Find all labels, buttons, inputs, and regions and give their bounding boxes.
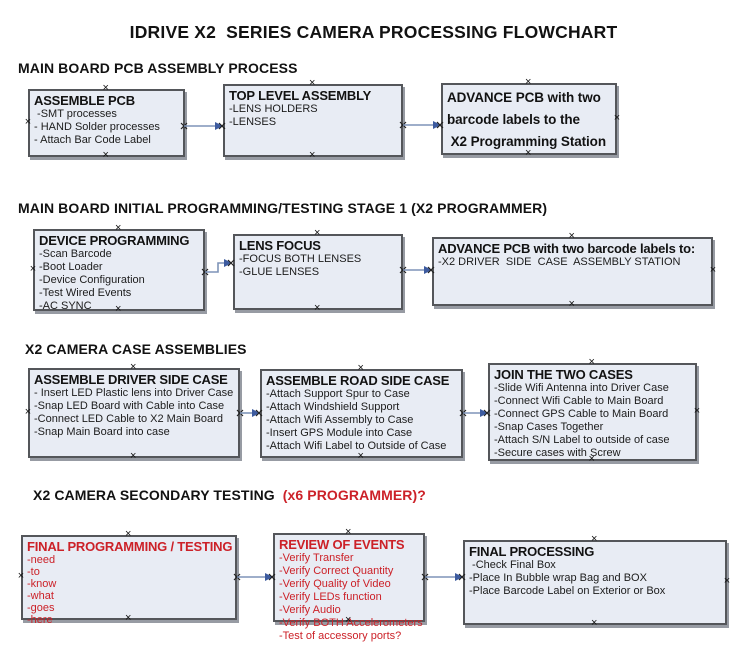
connector-arrow [233, 573, 276, 581]
box-line: barcode labels to the [447, 112, 580, 127]
box-item: -X2 DRIVER SIDE CASE ASSEMBLY STATION [438, 256, 681, 268]
box-title: JOIN THE TWO CASES [494, 367, 633, 382]
box-item: -Check Final Box [469, 559, 556, 571]
box-item: -LENSES [229, 116, 277, 128]
box-item: -Attach Windshield Support [266, 401, 400, 413]
box-item: -Scan Barcode [39, 248, 112, 260]
box-item: -FOCUS BOTH LENSES [239, 253, 362, 265]
connection-point-marker: × [723, 575, 731, 587]
box-item: -Snap Cases Together [494, 421, 604, 433]
connector-arrow [180, 122, 226, 130]
box-item: - Attach Bar Code Label [34, 134, 151, 146]
box-title: REVIEW OF EVENTS [279, 537, 405, 552]
box-title: LENS FOCUS [239, 238, 321, 253]
box-title: FINAL PROGRAMMING / TESTING [27, 539, 233, 554]
box-title: ADVANCE PCB with two barcode labels to: [438, 241, 696, 256]
box-item: -Verify BOTH Accelerometers [279, 617, 423, 629]
box-final-programming-testing: FINAL PROGRAMMING / TESTING -need -to -k… [21, 529, 237, 626]
box-item: -what [27, 590, 54, 602]
box-item: -Connect Wifi Cable to Main Board [494, 395, 664, 407]
connection-point-marker: × [693, 405, 701, 417]
box-title: ASSEMBLE PCB [34, 93, 135, 108]
box-item: -Snap LED Board with Cable into Case [34, 400, 225, 412]
box-item: - Insert LED Plastic lens into Driver Ca… [34, 387, 234, 399]
box-item: -Verify Transfer [279, 552, 354, 564]
box-assemble-pcb: ASSEMBLE PCB -SMT processes - HAND Solde… [28, 83, 185, 161]
box-title: DEVICE PROGRAMMING [39, 233, 190, 248]
box-final-processing: FINAL PROCESSING -Check Final Box -Place… [463, 534, 727, 629]
box-advance-pcb-programming-station: ADVANCE PCB with two barcode labels to t… [441, 77, 617, 159]
box-title: ASSEMBLE ROAD SIDE CASE [266, 373, 450, 388]
box-line: ADVANCE PCB with two [447, 90, 601, 105]
box-item: -here [27, 614, 53, 626]
section-heading-red-part: (x6 PROGRAMMER)? [274, 487, 426, 503]
box-title: TOP LEVEL ASSEMBLY [229, 88, 372, 103]
box-top-level-assembly: TOP LEVEL ASSEMBLY -LENS HOLDERS -LENSES [223, 78, 403, 161]
section-heading-secondary-testing: X2 CAMERA SECONDARY TESTING (x6 PROGRAMM… [33, 487, 426, 503]
box-item: -Secure cases with Screw [494, 447, 621, 459]
section-heading-pcb-assembly: MAIN BOARD PCB ASSEMBLY PROCESS [18, 60, 298, 76]
box-item: -LENS HOLDERS [229, 103, 318, 115]
box-item: -Connect LED Cable to X2 Main Board [34, 413, 223, 425]
section-heading-case-assemblies: X2 CAMERA CASE ASSEMBLIES [25, 341, 247, 357]
connector-arrow [236, 409, 263, 417]
box-item: -SMT processes [34, 108, 117, 120]
box-item: -AC SYNC [39, 300, 92, 312]
box-item: -need [27, 554, 56, 566]
box-item: -Attach Wifi Assembly to Case [266, 414, 414, 426]
box-title: FINAL PROCESSING [469, 544, 595, 559]
box-item: -Attach Wifi Label to Outside of Case [266, 440, 447, 452]
section-heading-black-part: X2 CAMERA SECONDARY TESTING [33, 487, 275, 503]
box-item: -Place In Bubble wrap Bag and BOX [469, 572, 647, 584]
box-item: -goes [27, 602, 55, 614]
box-item: -Slide Wifi Antenna into Driver Case [494, 382, 669, 394]
connection-point-marker: × [24, 116, 32, 128]
box-assemble-driver-side-case: ASSEMBLE DRIVER SIDE CASE - Insert LED P… [28, 362, 240, 462]
box-advance-pcb-driver-side: ADVANCE PCB with two barcode labels to: … [432, 231, 713, 310]
connection-point-marker: × [613, 112, 621, 124]
box-item: -Verify Correct Quantity [279, 565, 394, 577]
box-line: X2 Programming Station [447, 134, 606, 149]
box-item: -Insert GPS Module into Case [266, 427, 413, 439]
box-lens-focus: LENS FOCUS -FOCUS BOTH LENSES -GLUE LENS… [233, 228, 403, 314]
connector-elbow-arrow [201, 259, 235, 276]
connector-arrow [459, 409, 491, 417]
box-item: -Verify LEDs function [279, 591, 382, 603]
box-item: -Device Configuration [39, 274, 145, 286]
box-device-programming: DEVICE PROGRAMMING -Scan Barcode -Boot L… [33, 223, 205, 315]
connector-arrow [399, 266, 435, 274]
box-item: -Verify Audio [279, 604, 341, 616]
box-item: -know [27, 578, 57, 590]
box-item: -Attach Support Spur to Case [266, 388, 410, 400]
box-item: -Place Barcode Label on Exterior or Box [469, 585, 666, 597]
box-assemble-road-side-case: ASSEMBLE ROAD SIDE CASE -Attach Support … [260, 363, 463, 462]
box-item: -Attach S/N Label to outside of case [494, 434, 670, 446]
box-item: -to [27, 566, 40, 578]
page-title: IDRIVE X2 SERIES CAMERA PROCESSING FLOWC… [129, 22, 618, 42]
box-item: -Test Wired Events [39, 287, 132, 299]
box-item: -Test of accessory ports? [279, 630, 402, 642]
connection-point-marker: × [709, 264, 717, 276]
box-item: -Boot Loader [39, 261, 103, 273]
connection-point-marker: × [29, 263, 37, 275]
section-heading-initial-programming: MAIN BOARD INITIAL PROGRAMMING/TESTING S… [18, 200, 548, 216]
box-item: - HAND Solder processes [34, 121, 160, 133]
connector-arrow [421, 573, 466, 581]
connection-point-marker: × [17, 570, 25, 582]
box-item: -GLUE LENSES [239, 266, 320, 278]
box-item: -Connect GPS Cable to Main Board [494, 408, 669, 420]
box-review-of-events: REVIEW OF EVENTS -Verify Transfer -Verif… [273, 527, 425, 642]
box-join-the-two-cases: JOIN THE TWO CASES -Slide Wifi Antenna i… [488, 357, 697, 465]
connection-point-marker: × [24, 406, 32, 418]
connector-arrow [399, 121, 444, 129]
box-item: -Verify Quality of Video [279, 578, 391, 590]
box-item: -Snap Main Board into case [34, 426, 170, 438]
box-title: ASSEMBLE DRIVER SIDE CASE [34, 372, 228, 387]
